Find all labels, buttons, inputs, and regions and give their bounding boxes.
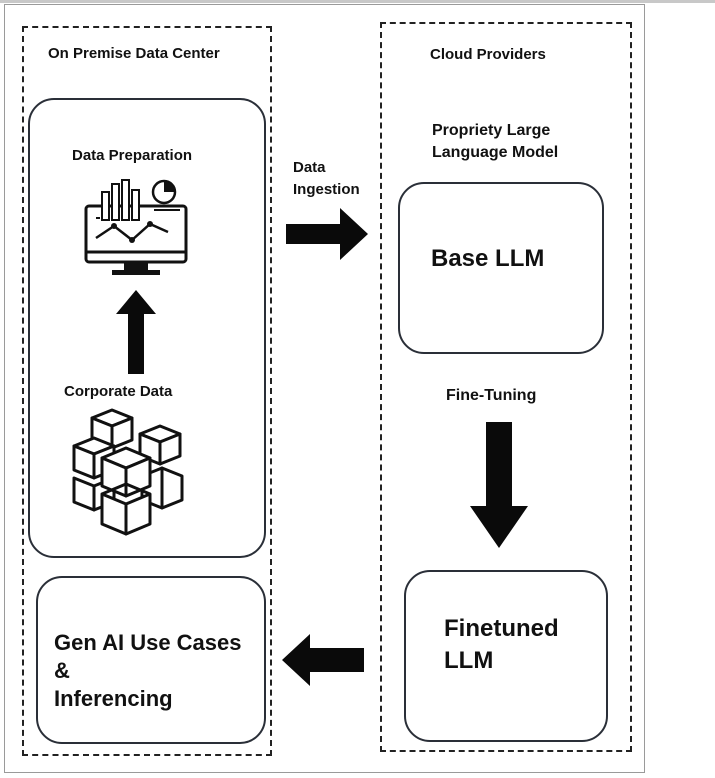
finetuned-llm-label-line1: Finetuned [444,615,559,642]
gen-ai-box [36,576,266,744]
data-preparation-label: Data Preparation [72,147,193,164]
left-arrow [282,634,364,686]
data-ingestion-label-line1: Data [293,159,326,176]
model-label-line2: Language Model [432,144,559,161]
gen-ai-label-line2: & [54,658,70,683]
cloud-providers-container [380,22,632,752]
finetuned-llm-label-line2: LLM [444,647,494,674]
monitor-analytics-icon [84,178,190,280]
cloud-providers-title: Cloud Providers [430,46,546,63]
gen-ai-label-line3: Inferencing [54,686,173,711]
corporate-data-label: Corporate Data [64,383,173,400]
right-arrow [286,208,368,260]
base-llm-box [398,182,604,354]
up-arrow [116,290,156,374]
figure-frame [4,4,645,773]
finetuned-llm-box [404,570,608,742]
on-premise-container [22,26,272,756]
model-label-line1: Propriety Large [432,122,551,139]
gen-ai-label-line1: Gen AI Use Cases [54,630,242,655]
down-arrow [470,422,528,548]
top-divider [0,0,715,3]
on-premise-title: On Premise Data Center [48,45,220,62]
data-ingestion-label-line2: Ingestion [293,181,360,198]
cubes-icon [70,408,190,538]
fine-tuning-label: Fine-Tuning [446,387,537,404]
base-llm-label: Base LLM [431,245,545,272]
